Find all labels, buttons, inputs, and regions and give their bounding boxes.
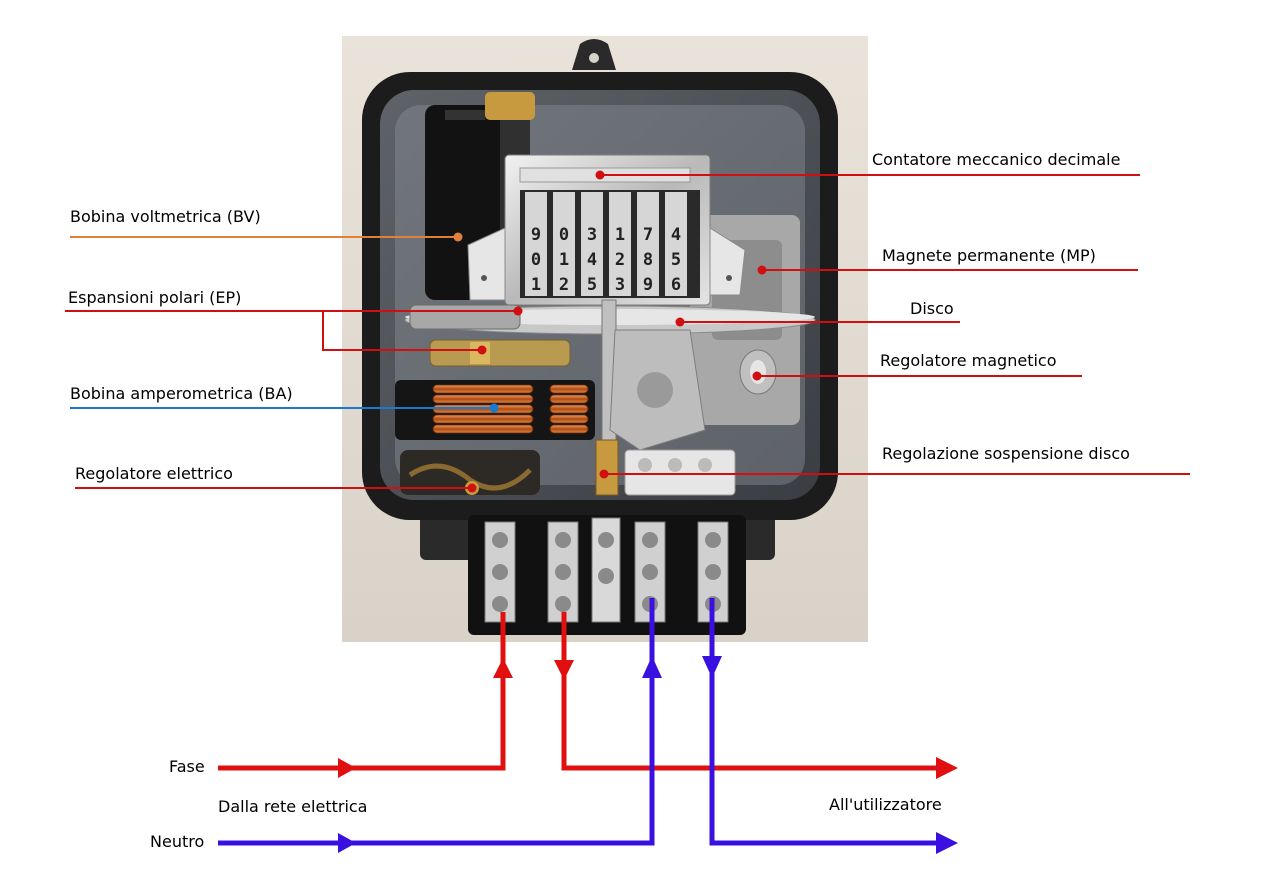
- leader-dots: [453, 170, 767, 493]
- arrow-phase-up: [493, 658, 513, 678]
- svg-text:4: 4: [671, 225, 681, 245]
- counter-row-2: 0 1 4 2 8 5: [531, 250, 681, 270]
- svg-text:4: 4: [587, 250, 597, 270]
- svg-text:3: 3: [587, 225, 597, 245]
- svg-text:2: 2: [615, 250, 625, 270]
- wiring-arrows: [338, 656, 958, 854]
- arrow-neutral-up: [642, 656, 662, 678]
- label-reg-magnetico: Regolatore magnetico: [880, 351, 1057, 370]
- svg-text:1: 1: [531, 275, 541, 295]
- suspension-adjuster: [595, 439, 619, 496]
- svg-text:7: 7: [643, 225, 653, 245]
- label-bobina-voltmetrica: Bobina voltmetrica (BV): [70, 207, 261, 226]
- label-reg-sospensione: Regolazione sospensione disco: [882, 444, 1130, 463]
- arrow-phase-in: [338, 758, 356, 778]
- label-fase: Fase: [169, 757, 205, 776]
- label-source: Dalla rete elettrica: [218, 797, 368, 816]
- svg-text:9: 9: [643, 275, 653, 295]
- label-disco: Disco: [910, 299, 954, 318]
- label-espansioni: Espansioni polari (EP): [68, 288, 242, 307]
- svg-text:5: 5: [671, 250, 681, 270]
- leader-lines: [65, 174, 1190, 489]
- svg-text:3: 3: [615, 275, 625, 295]
- arrow-neutral-in: [338, 833, 356, 853]
- svg-text:1: 1: [615, 225, 625, 245]
- mounting-ear-left: [420, 510, 480, 560]
- svg-text:0: 0: [559, 225, 569, 245]
- electric-regulator: [400, 450, 540, 495]
- label-bobina-amperometrica: Bobina amperometrica (BA): [70, 384, 293, 403]
- label-load: All'utilizzatore: [829, 795, 942, 814]
- arrow-neutral-out: [936, 832, 958, 854]
- terminal-cover: [624, 449, 736, 496]
- arrow-phase-out: [936, 757, 958, 779]
- neutral-in-wire: [218, 598, 655, 846]
- counter-row-1: 9 0 3 1 7 4: [531, 225, 681, 245]
- terminal-block: [468, 515, 746, 635]
- arrow-neutral-down: [702, 656, 722, 678]
- label-magnete: Magnete permanente (MP): [882, 246, 1096, 265]
- wiring-diagram: [218, 598, 945, 846]
- mechanical-counter: 9 0 3 1 7 4 0 1 4 2 8 5 1 2 5 3 9 6: [467, 154, 746, 306]
- arrow-phase-down: [554, 660, 574, 680]
- svg-text:0: 0: [531, 250, 541, 270]
- svg-text:6: 6: [671, 275, 681, 295]
- label-neutro: Neutro: [150, 832, 205, 851]
- svg-text:2: 2: [559, 275, 569, 295]
- svg-text:1: 1: [559, 250, 569, 270]
- label-contatore: Contatore meccanico decimale: [872, 150, 1121, 169]
- leader-espansioni-branch: [322, 311, 482, 351]
- svg-text:8: 8: [643, 250, 653, 270]
- neutral-out-wire: [709, 598, 945, 846]
- svg-text:9: 9: [531, 225, 541, 245]
- meter-photo: 9 0 3 1 7 4 0 1 4 2 8 5 1 2 5 3 9 6: [342, 36, 868, 642]
- label-reg-elettrico: Regolatore elettrico: [75, 464, 233, 483]
- counter-row-3: 1 2 5 3 9 6: [531, 275, 681, 295]
- svg-text:5: 5: [587, 275, 597, 295]
